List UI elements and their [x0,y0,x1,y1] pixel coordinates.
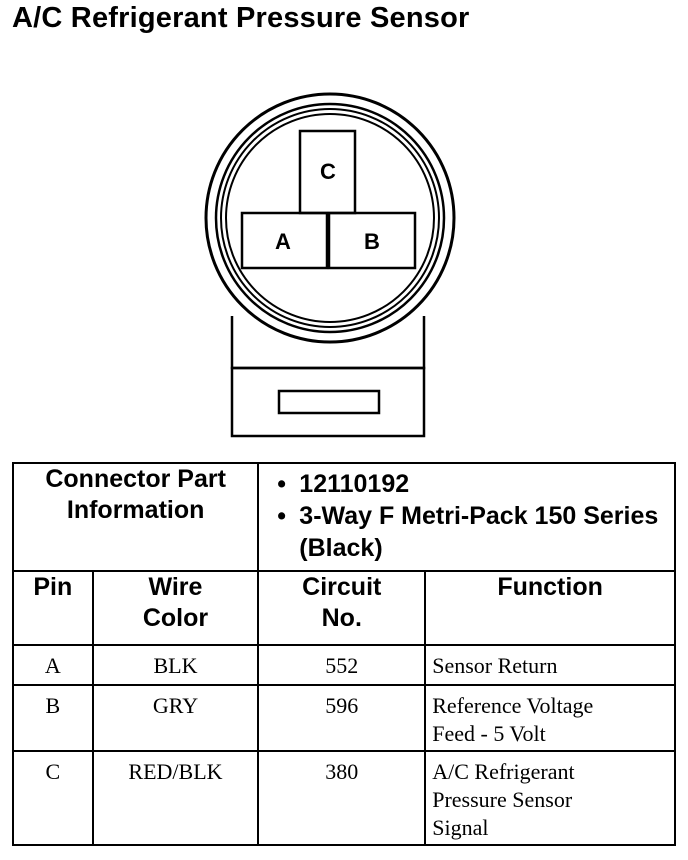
bullet-icon: • [277,470,287,498]
part-info-row: Connector Part Information •12110192 •3-… [11,462,676,572]
list-item: •12110192 [277,470,410,498]
cavity-b [327,211,417,270]
locking-tab [277,389,381,415]
function-cell: Reference Voltage Feed - 5 Volt [432,693,594,746]
connector-housing [230,316,426,438]
bullet-icon: • [277,502,287,530]
column-header-row: Pin Wire Color Circuit No. Function [12,570,676,646]
circuit-cell: 596 [325,693,359,718]
pin-label-b: B [364,229,380,254]
table-row: B GRY 596 Reference Voltage Feed - 5 Vol… [12,684,676,752]
wire-color-cell: BLK [153,653,198,678]
pin-label-c: C [320,159,336,184]
part-info-label: Connector Part Information [45,465,226,524]
connector-spec-table: Connector Part Information •12110192 •3-… [11,462,676,846]
pin-cell: B [45,693,61,718]
connector-diagram: C A B [204,92,456,438]
list-item: •3-Way F Metri-Pack 150 Series (Black) [277,502,659,562]
terminal-cavities [240,129,417,270]
wire-color-cell: GRY [152,693,199,718]
pin-cell: C [45,759,61,784]
function-cell: A/C Refrigerant Pressure Sensor Signal [432,759,575,840]
cavity-a [240,211,329,270]
table-row: A BLK 552 Sensor Return [12,644,676,686]
part-number-list: •12110192 •3-Way F Metri-Pack 150 Series… [259,464,674,564]
header-pin: Pin [33,573,73,601]
pin-label-a: A [275,229,291,254]
table-row: C RED/BLK 380 A/C Refrigerant Pressure S… [12,750,676,846]
page-title: A/C Refrigerant Pressure Sensor [12,2,470,34]
wire-color-cell: RED/BLK [128,759,223,784]
header-circuit: Circuit No. [302,573,382,632]
header-wire-color: Wire Color [142,573,209,632]
circuit-cell: 552 [325,653,359,678]
circuit-cell: 380 [325,759,359,784]
function-cell: Sensor Return [432,653,558,678]
pin-cell: A [44,653,61,678]
header-function: Function [497,573,603,601]
